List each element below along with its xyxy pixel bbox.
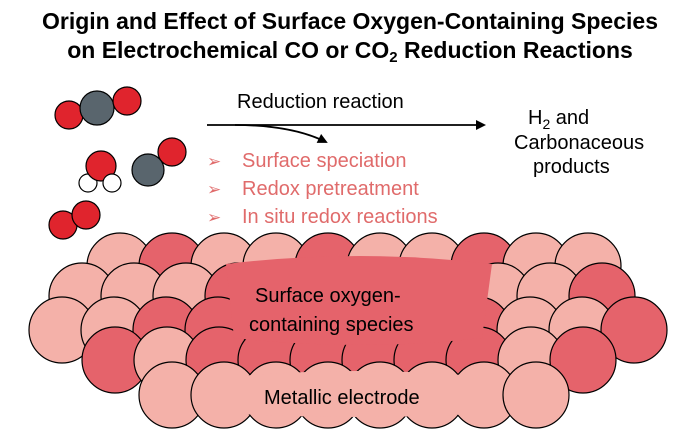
factor-item-pretreatment: ➢ Redox pretreatment: [207, 178, 419, 200]
figure-title-text-1: Origin and Effect of Surface Oxygen-Cont…: [42, 8, 658, 34]
bullet-arrow-icon: ➢: [207, 180, 221, 199]
row-3-atom: [600, 296, 668, 364]
metal-label-region: [240, 371, 476, 417]
oxygen-atom: [112, 86, 142, 116]
product-label-line-2: Carbonaceous: [514, 132, 644, 154]
figure-title-text-2b: Reduction Reactions: [397, 37, 633, 63]
product-label-line-3: products: [533, 156, 610, 178]
branch-arrow: [234, 124, 328, 143]
carbon-atom: [131, 153, 165, 187]
figure-title-text-2a: on Electrochemical CO or CO: [67, 37, 390, 63]
oxygen-atom: [71, 200, 101, 230]
reduction-reaction-label: Reduction reaction: [237, 91, 404, 113]
metal-electrode-label: Metallic electrode: [264, 387, 420, 409]
oxygen-atom: [85, 150, 117, 182]
o2-molecule: [48, 200, 101, 240]
row-4-atom: [549, 326, 617, 394]
factor-item-in-situ: ➢ In situ redox reactions: [207, 206, 438, 228]
front-row-atom: [502, 361, 570, 429]
surface-oxygen-label-line-2: containing species: [249, 314, 414, 336]
factor-label: In situ redox reactions: [242, 206, 438, 228]
bullet-arrow-icon: ➢: [207, 208, 221, 227]
oxygen-atom: [54, 100, 84, 130]
figure-title-line-2: on Electrochemical CO or CO2 Reduction R…: [0, 37, 700, 71]
surface-oxygen-label-line-1: Surface oxygen-: [255, 285, 401, 307]
co-molecule: [131, 137, 187, 187]
h2o-molecule: [78, 150, 122, 193]
factor-label: Redox pretreatment: [242, 178, 419, 200]
factor-item-speciation: ➢ Surface speciation: [207, 150, 407, 172]
product-label-line-1: H2 and: [528, 107, 589, 132]
factor-label: Surface speciation: [242, 150, 407, 172]
hydrogen-atom: [102, 173, 122, 193]
surface-oxygen-region: [226, 256, 492, 345]
bullet-arrow-icon: ➢: [207, 152, 221, 171]
oxygen-atom: [157, 137, 187, 167]
carbon-atom: [79, 90, 115, 126]
figure-title-subscript: 2: [389, 49, 398, 66]
co2-molecule: [54, 86, 142, 130]
figure-title-line-1: Origin and Effect of Surface Oxygen-Cont…: [0, 8, 700, 34]
